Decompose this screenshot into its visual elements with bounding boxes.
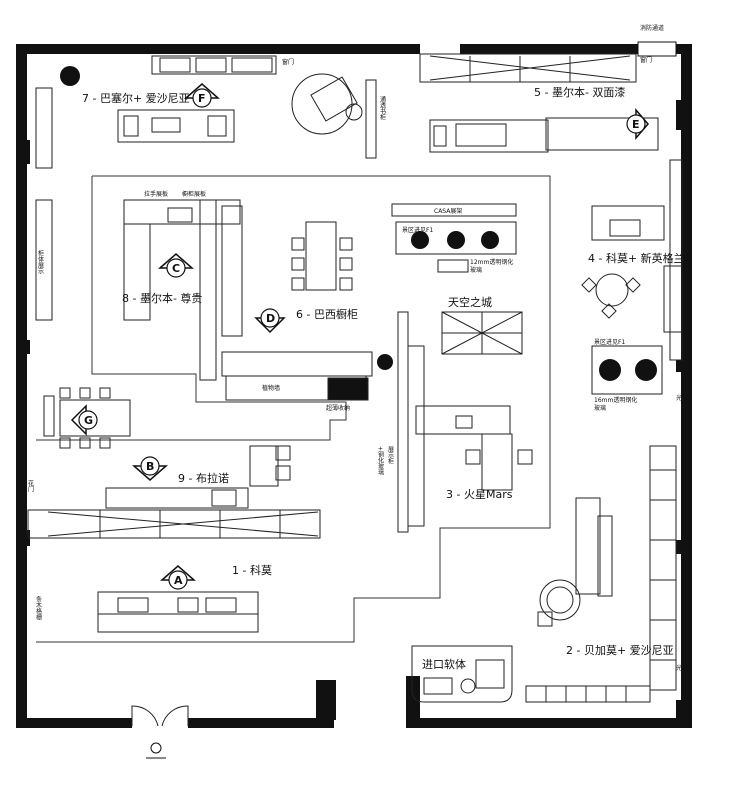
sky-city-label: 天空之城 xyxy=(448,295,492,309)
zone-9-label: 9 - 布拉诺 xyxy=(178,471,229,485)
fire-door-label-2: 窗门 xyxy=(640,56,652,64)
main-entrance-door xyxy=(131,705,189,727)
glass-label-2: 16mm透明钢化 xyxy=(594,396,637,404)
inner-zone-outline-2 xyxy=(36,176,347,441)
zone-4-kitchen xyxy=(581,205,683,333)
zone-2-island xyxy=(537,497,613,627)
glass-label-1: 12mm透明钢化 xyxy=(470,258,513,266)
zone-1-island xyxy=(97,591,259,633)
marker-b: B xyxy=(132,456,168,481)
zone-1-label: 1 - 科莫 xyxy=(232,563,272,577)
zone-7-label: 7 - 巴塞尔+ 爱沙尼亚 xyxy=(82,91,190,105)
glass-panel-1 xyxy=(437,259,469,273)
window-label-top: 窗门 xyxy=(282,58,294,66)
zone-5-island xyxy=(429,117,659,153)
glass-label-2b: 玻璃 xyxy=(594,404,606,412)
right-light-label-2: 光墙 xyxy=(676,664,688,672)
left-door-label: 花门 xyxy=(27,479,34,493)
dining-table-6 xyxy=(291,221,353,291)
zone-7-island xyxy=(117,109,235,143)
person-icon xyxy=(146,742,166,759)
marker-d-letter: D xyxy=(266,312,275,325)
landscape-label-1: 景区进见F1 xyxy=(402,226,433,234)
bottom-left-label: 条木格栅 xyxy=(35,595,42,621)
fire-door-gap xyxy=(637,41,677,57)
zone-5-label: 5 - 墨尔本- 双面漆 xyxy=(534,85,625,99)
dining-table-g xyxy=(59,387,131,449)
zone-6-kitchen xyxy=(221,351,373,401)
marker-b-letter: B xyxy=(146,460,154,473)
marker-e-letter: E xyxy=(632,118,640,131)
see-through-label: 通透书柜 xyxy=(379,95,386,121)
marker-g-letter: G xyxy=(84,414,93,427)
casa-label: CASA展架 xyxy=(434,207,462,215)
plant-icon xyxy=(411,231,499,249)
marker-d: D xyxy=(254,308,286,334)
plant-wall-label: 植物墙 xyxy=(262,384,280,392)
marker-c: C xyxy=(158,253,194,278)
mid-label-2: 展示柜 xyxy=(387,446,394,465)
fire-door-label: 消防通道 xyxy=(640,24,664,32)
plant-icon xyxy=(60,66,393,370)
left-wall-label: 柜体展示 xyxy=(37,249,44,274)
outer-walls xyxy=(16,44,692,728)
round-table-top xyxy=(291,73,363,135)
marker-a-letter: A xyxy=(174,574,183,587)
zone-3-island xyxy=(397,311,533,533)
see-through-shelf xyxy=(365,79,377,159)
left-wall-cabinets xyxy=(35,87,55,437)
glass-label-1b: 玻璃 xyxy=(470,266,482,274)
mid-label: +钢化玻璃 xyxy=(377,446,384,476)
wall-pillars xyxy=(16,100,692,728)
right-wall-cabinets xyxy=(649,159,683,691)
marker-e: E xyxy=(626,107,649,141)
pull-shelf-label: 拉手展板 xyxy=(144,190,168,198)
landscape-box-1 xyxy=(395,221,517,255)
sky-city-shelf xyxy=(441,311,523,355)
landscape-box-2 xyxy=(591,345,663,395)
long-wall-cabinet xyxy=(27,509,321,539)
casa-shelf xyxy=(391,203,517,217)
zone-8-kitchen xyxy=(123,199,243,381)
cab-shelf-label: 橱柜展板 xyxy=(182,190,206,198)
zone-4-label: 4 - 科莫+ 新英格兰 xyxy=(588,251,685,265)
top-left-cabinet xyxy=(151,55,277,75)
marker-g: G xyxy=(70,404,98,436)
thin-storage-label: 超薄收纳 xyxy=(326,404,350,412)
marker-c-letter: C xyxy=(172,262,180,275)
inner-zone-outline xyxy=(36,175,551,643)
zone-6-label: 6 - 巴西橱柜 xyxy=(296,307,358,321)
marker-f: F xyxy=(184,83,220,108)
marker-f-letter: F xyxy=(198,92,206,105)
entrance-sofa-area xyxy=(411,645,513,703)
marker-a: A xyxy=(160,565,196,590)
plant-icon xyxy=(599,359,657,381)
entrance-sofa-label: 进口软体 xyxy=(422,657,466,671)
zone-2-label: 2 - 贝加莫+ 爱沙尼亚 xyxy=(566,644,674,657)
right-light-label: 光墙 xyxy=(676,394,688,402)
zone-8-label: 8 - 墨尔本- 尊贵 xyxy=(122,291,202,305)
top-right-cabinet xyxy=(419,53,637,83)
landscape-label-2: 景区进见F1 xyxy=(594,338,625,346)
zone-9-kitchen xyxy=(105,445,291,509)
zone-3-label: 3 - 火星Mars xyxy=(446,488,513,501)
bottom-wall-cabinet xyxy=(525,685,651,703)
